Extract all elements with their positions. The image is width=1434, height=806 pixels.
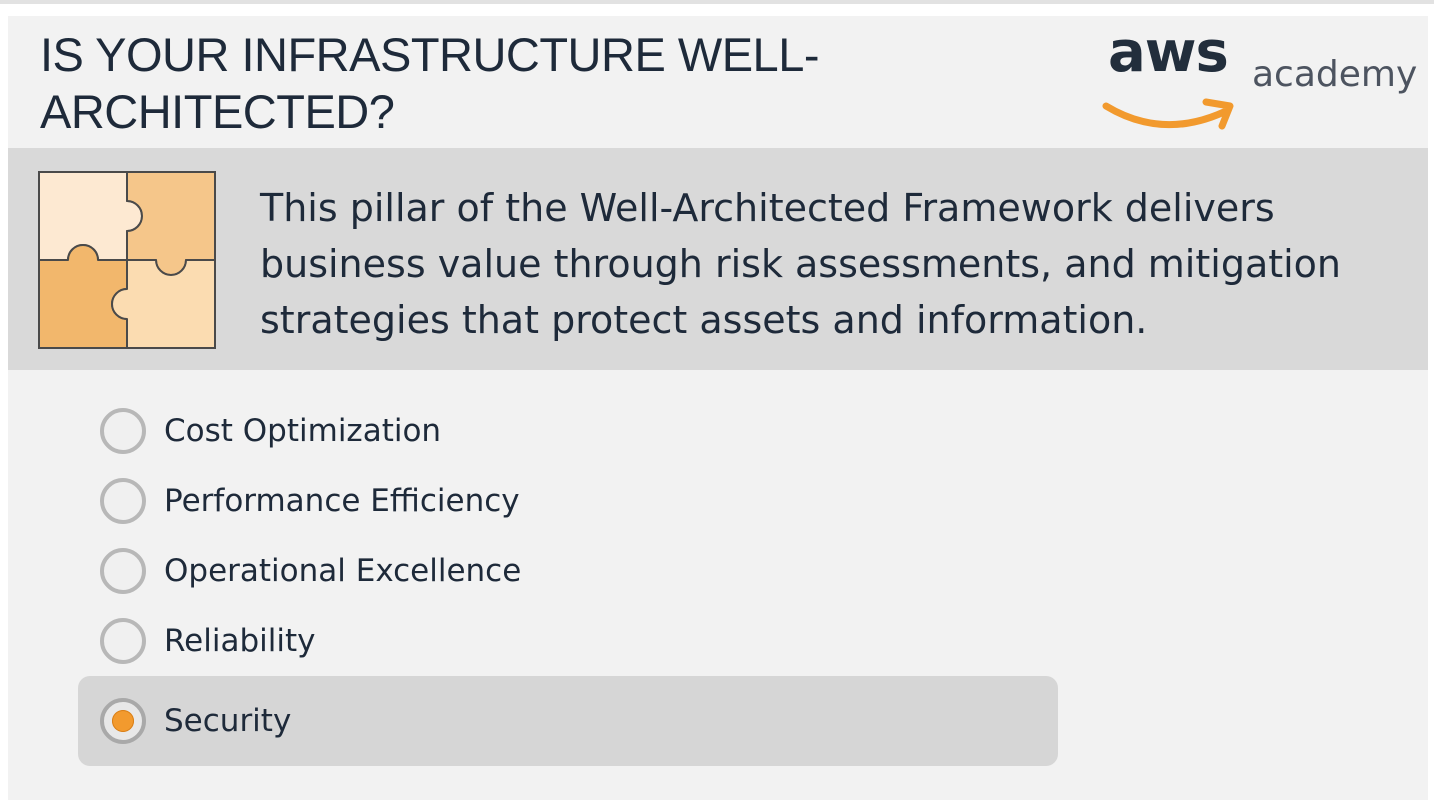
radio-button[interactable] (100, 548, 146, 594)
option-performance-efficiency[interactable]: Performance Efficiency (78, 466, 1058, 536)
slide: IS YOUR INFRASTRUCTURE WELL-ARCHITECTED?… (8, 16, 1428, 800)
radio-selected-dot (112, 710, 134, 732)
radio-button[interactable] (100, 478, 146, 524)
option-label: Reliability (164, 623, 316, 659)
option-security[interactable]: Security (78, 676, 1058, 766)
option-label: Operational Excellence (164, 553, 522, 589)
option-cost-optimization[interactable]: Cost Optimization (78, 396, 1058, 466)
logo-product: academy (1252, 54, 1418, 95)
aws-smile-icon (1102, 98, 1234, 130)
question-panel: This pillar of the Well-Architected Fram… (8, 148, 1428, 370)
radio-button-selected[interactable] (100, 698, 146, 744)
logo-brand: aws (1108, 20, 1229, 85)
option-label: Performance Efficiency (164, 483, 520, 519)
radio-button[interactable] (100, 618, 146, 664)
puzzle-icon (38, 171, 216, 349)
option-label: Cost Optimization (164, 413, 442, 449)
top-border (0, 0, 1434, 4)
aws-academy-logo: aws academy (1102, 20, 1422, 138)
option-label: Security (164, 703, 292, 739)
option-operational-excellence[interactable]: Operational Excellence (78, 536, 1058, 606)
answer-options: Cost Optimization Performance Efficiency… (78, 396, 1058, 766)
option-reliability[interactable]: Reliability (78, 606, 1058, 676)
radio-button[interactable] (100, 408, 146, 454)
question-text: This pillar of the Well-Architected Fram… (260, 186, 1342, 342)
page-title: IS YOUR INFRASTRUCTURE WELL-ARCHITECTED? (40, 28, 820, 138)
